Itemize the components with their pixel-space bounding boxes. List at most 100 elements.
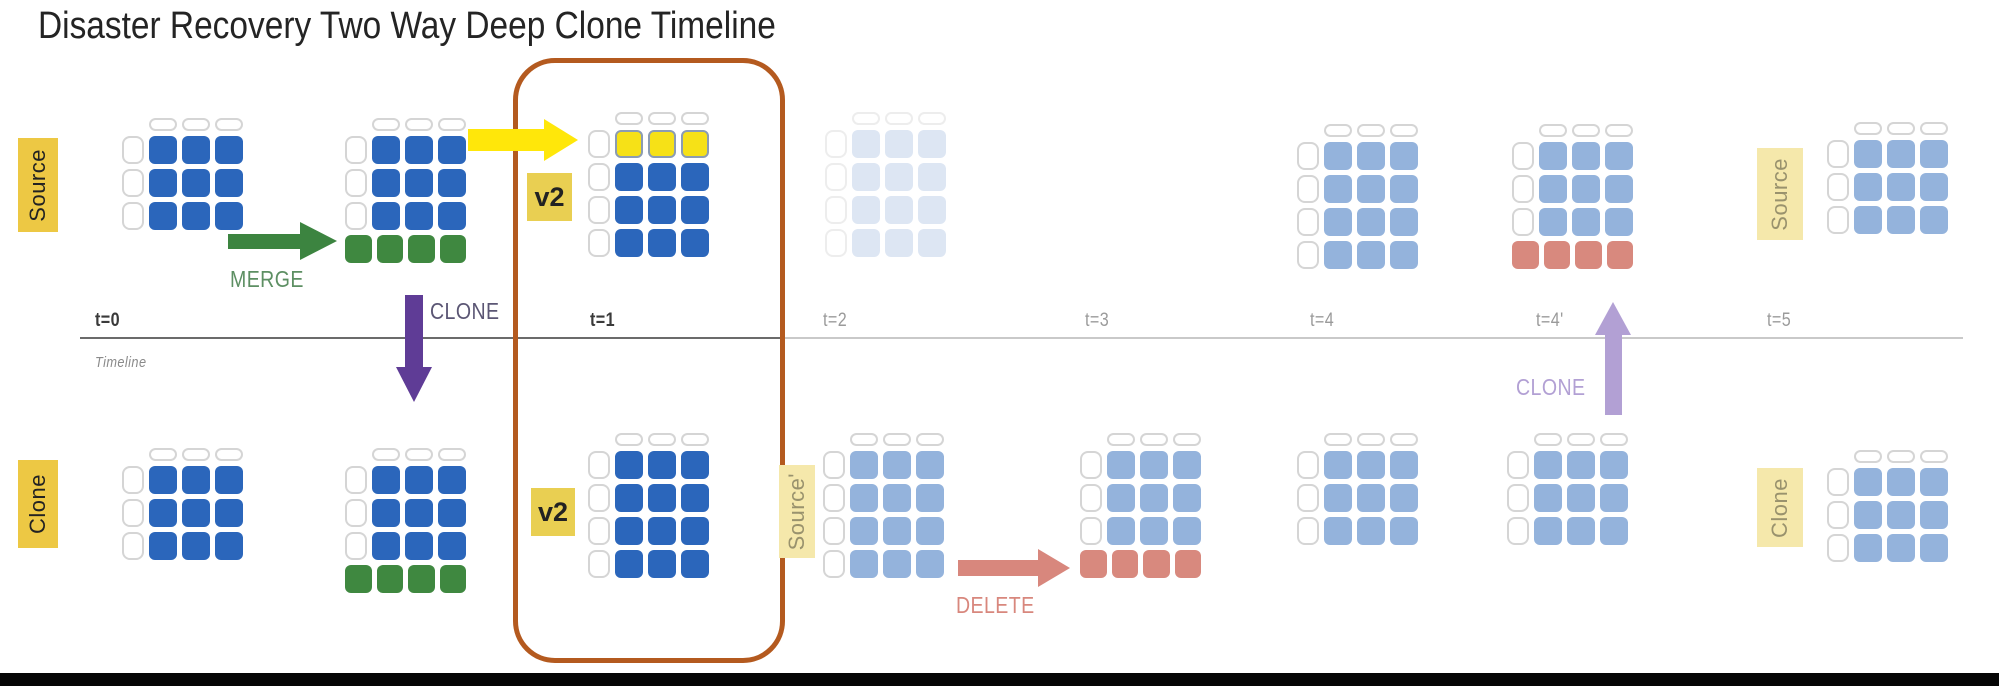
data-cell-green — [376, 235, 403, 263]
data-cell — [1854, 534, 1882, 562]
column-header-cell — [1567, 433, 1595, 446]
clone-up-arrow — [1595, 302, 1631, 415]
data-cell — [182, 136, 210, 164]
data-cell — [1600, 484, 1628, 512]
row-header-cell — [122, 466, 144, 494]
data-cell — [438, 532, 466, 560]
row-header-cell — [823, 484, 845, 512]
column-header-cell — [1920, 450, 1948, 463]
column-header-cell — [1390, 124, 1418, 137]
column-header-cell — [1605, 124, 1633, 137]
column-header-cell — [405, 118, 433, 131]
data-cell — [1920, 206, 1948, 234]
data-cell — [850, 550, 878, 578]
data-cell — [405, 466, 433, 494]
column-header-cell — [1887, 122, 1915, 135]
data-cell — [215, 466, 243, 494]
row-header-cell — [588, 550, 610, 578]
table-source-t2-faded — [825, 112, 946, 262]
merge-arrow — [228, 222, 337, 260]
clone-label-left-text: Clone — [25, 474, 50, 534]
table-source-t5 — [1827, 122, 1948, 239]
diagram-title: Disaster Recovery Two Way Deep Clone Tim… — [38, 5, 776, 47]
column-header-cell — [215, 118, 243, 131]
data-cell — [681, 484, 709, 512]
column-header-cell — [372, 118, 400, 131]
data-cell — [648, 550, 676, 578]
data-cell — [1572, 175, 1600, 203]
column-header-cell — [1390, 433, 1418, 446]
row-header-cell — [1507, 517, 1529, 545]
data-cell — [372, 202, 400, 230]
row-header-cell — [825, 130, 847, 158]
column-header-cell — [1920, 122, 1948, 135]
data-cell — [1390, 451, 1418, 479]
snapshot-arrow-shaft — [468, 129, 544, 151]
data-cell — [1600, 451, 1628, 479]
data-cell — [1140, 451, 1168, 479]
column-header-cell — [438, 448, 466, 461]
data-cell — [648, 451, 676, 479]
column-header-cell — [1572, 124, 1600, 137]
data-cell — [615, 550, 643, 578]
data-cell — [149, 136, 177, 164]
data-cell — [916, 517, 944, 545]
column-header-cell — [149, 448, 177, 461]
timeline-tick-t0: t=0 — [95, 310, 121, 331]
row-header-cell — [1827, 173, 1849, 201]
row-header-cell — [588, 130, 610, 158]
data-cell — [1567, 484, 1595, 512]
column-header-cell — [1854, 122, 1882, 135]
data-cell — [615, 196, 643, 224]
row-header-cell — [345, 466, 367, 494]
data-cell — [916, 550, 944, 578]
data-cell — [1887, 140, 1915, 168]
row-header-cell — [588, 229, 610, 257]
data-cell — [1539, 142, 1567, 170]
timeline-tick-t4: t=4 — [1310, 310, 1335, 331]
data-cell — [1920, 140, 1948, 168]
row-header-cell — [1507, 484, 1529, 512]
data-cell — [1854, 140, 1882, 168]
data-cell — [1887, 173, 1915, 201]
row-header-cell — [345, 499, 367, 527]
data-cell-green — [439, 235, 466, 263]
data-cell — [1539, 175, 1567, 203]
data-cell — [1854, 206, 1882, 234]
data-cell-red — [1174, 550, 1201, 578]
data-cell — [1534, 451, 1562, 479]
data-cell — [1357, 484, 1385, 512]
data-cell — [1324, 484, 1352, 512]
row-header-cell — [345, 202, 367, 230]
column-header-cell — [1357, 124, 1385, 137]
column-header-cell — [852, 112, 880, 125]
v2-badge-clone: v2 — [531, 488, 575, 536]
data-cell — [1534, 484, 1562, 512]
data-cell — [1920, 501, 1948, 529]
column-header-cell — [1140, 433, 1168, 446]
data-cell — [215, 202, 243, 230]
data-cell — [648, 517, 676, 545]
data-cell — [681, 517, 709, 545]
timeline-line-dark — [80, 337, 785, 339]
data-cell — [681, 196, 709, 224]
row-header-cell — [823, 550, 845, 578]
data-cell — [1887, 206, 1915, 234]
column-header-cell — [1539, 124, 1567, 137]
timeline-tick-t3: t=3 — [1085, 310, 1110, 331]
data-cell — [1920, 468, 1948, 496]
data-cell — [215, 169, 243, 197]
data-cell — [405, 136, 433, 164]
data-cell — [883, 550, 911, 578]
data-cell — [681, 451, 709, 479]
timeline-tick-t4: t=4' — [1536, 310, 1564, 331]
row-header-cell — [1827, 468, 1849, 496]
data-cell — [1173, 517, 1201, 545]
timeline-line-light — [785, 337, 1963, 339]
row-header-cell — [588, 196, 610, 224]
column-header-cell — [1173, 433, 1201, 446]
column-header-cell — [372, 448, 400, 461]
data-cell — [681, 229, 709, 257]
timeline-tick-t5: t=5 — [1767, 310, 1792, 331]
data-cell — [1887, 534, 1915, 562]
